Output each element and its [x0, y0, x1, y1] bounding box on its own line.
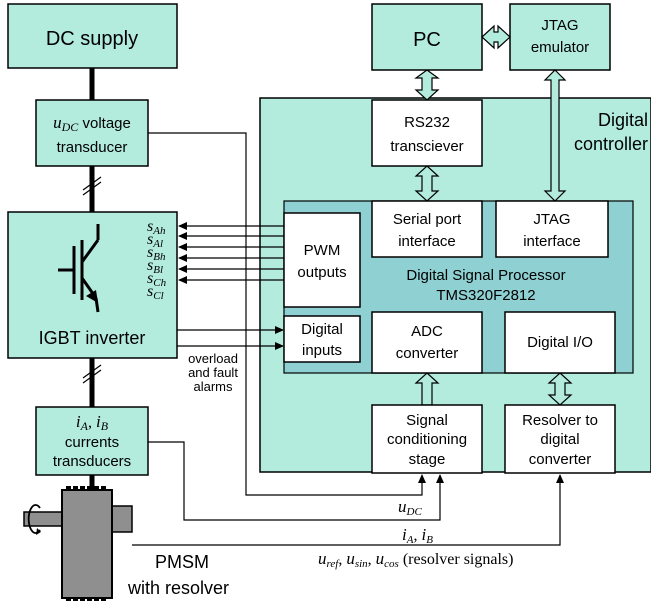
pwm-signal-lines [178, 222, 284, 284]
dc-supply-label: DC supply [46, 28, 138, 50]
pwm-outputs-label-line2: outputs [297, 264, 346, 281]
jtag-interface-block [495, 200, 609, 258]
adc-converter-block [371, 311, 483, 374]
udc-signal-line [148, 132, 426, 496]
pwm-label-ch: sCh [147, 270, 167, 289]
pc-jtag-double-arrow [481, 24, 511, 50]
alarms-label-line3: alarms [193, 379, 233, 394]
serial-port-label-line1: Serial port [393, 211, 462, 228]
voltage-transducer-block [35, 99, 149, 167]
signal-conditioning-label-line3: stage [409, 451, 446, 468]
voltage-transducer-label-line1: uDC voltage [53, 113, 131, 134]
currents-transducers-label-line3: transducers [53, 453, 131, 470]
jtag-interface-label-line1: JTAG [533, 211, 570, 228]
pwm-outputs-block [283, 212, 361, 308]
jtag-interface-label-line2: interface [523, 233, 581, 250]
jtag-emulator-block [509, 3, 611, 71]
igbt-transistor-icon [58, 224, 100, 313]
igbt-inverter-block [7, 211, 178, 359]
three-phase-marks [82, 176, 102, 384]
igbt-inverter-label: IGBT inverter [39, 328, 146, 348]
pmsm-motor-icon [23, 486, 133, 601]
currents-signal-line [148, 441, 444, 521]
resolver-converter-label-line1: Resolver to [522, 412, 598, 429]
voltage-transducer-label-line2: transducer [57, 139, 128, 156]
pwm-signal-labels: sAh sAl sBh sBl sCh sCl [147, 218, 167, 302]
pc-rs232-double-arrow [414, 69, 440, 101]
dsp-label-line1: Digital Signal Processor [406, 267, 565, 284]
pc-label: PC [413, 29, 441, 51]
jtag-emulator-label-line1: JTAG [541, 17, 578, 34]
resolver-converter-label-line3: converter [529, 451, 592, 468]
pwm-outputs-label-line1: PWM [304, 242, 341, 259]
dsp-label-line2: TMS320F2812 [436, 287, 535, 304]
dc-supply-block [7, 3, 178, 69]
resolver-signal-line [132, 474, 564, 546]
digital-controller-label-line1: Digital [598, 110, 648, 130]
adc-label-line1: ADC [411, 323, 443, 340]
serial-port-interface-block [371, 200, 483, 258]
resolver-converter-block [504, 404, 616, 474]
adc-label-line2: converter [396, 345, 459, 362]
currents-transducers-label-line1: iA, iB [76, 412, 109, 433]
pwm-label-bl: sBl [147, 257, 163, 276]
signal-conditioning-block [371, 404, 483, 474]
rs232-transceiver-block [371, 99, 483, 167]
udc-label: uDC [398, 497, 422, 518]
jtag-emulator-label-line2: emulator [531, 39, 589, 56]
signal-conditioning-label-line2: conditioning [387, 431, 467, 448]
alarms-label-line1: overload [188, 351, 238, 366]
currents-label: iA, iB [402, 525, 433, 546]
digital-io-label: Digital I/O [527, 334, 593, 351]
rs232-label-line1: RS232 [404, 114, 450, 131]
digital-io-block [504, 311, 616, 374]
digital-inputs-label-line1: Digital [301, 321, 343, 338]
pmsm-label-line2: with resolver [127, 578, 229, 598]
currents-transducers-label-line2: currents [65, 434, 119, 451]
digital-inputs-block [283, 315, 361, 363]
signal-conditioning-label-line1: Signal [406, 412, 448, 429]
pwm-label-cl: sCl [147, 283, 164, 302]
pwm-label-bh: sBh [147, 244, 166, 263]
digital-inputs-label-line2: inputs [302, 342, 342, 359]
alarms-label-line2: and fault [188, 365, 238, 380]
pwm-label-al: sAl [147, 231, 163, 250]
alarm-signal-lines [177, 326, 284, 350]
pwm-label-ah: sAh [147, 218, 166, 237]
digital-controller-label-line2: controller [574, 134, 648, 154]
rs232-label-line2: transciever [390, 138, 463, 155]
serial-port-label-line2: interface [398, 233, 456, 250]
pmsm-label-line1: PMSM [155, 552, 209, 572]
resolver-converter-label-line2: digital [540, 431, 579, 448]
resolver-label: uref, usin, ucos (resolver signals) [318, 549, 513, 570]
